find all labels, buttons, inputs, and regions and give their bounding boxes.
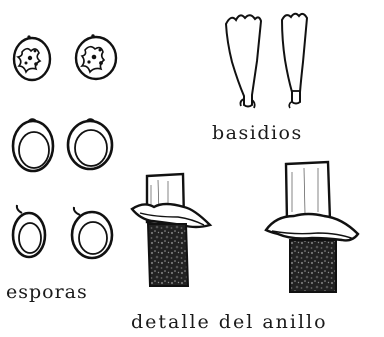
basidium bbox=[282, 14, 307, 108]
smooth-spore bbox=[72, 207, 112, 258]
basidium bbox=[226, 15, 261, 108]
label-ring-detail: detalle del anillo bbox=[131, 313, 328, 332]
stipe-with-ring bbox=[132, 174, 210, 286]
label-spores: esporas bbox=[6, 283, 88, 302]
label-basidia: basidios bbox=[212, 124, 303, 143]
spores-group bbox=[13, 34, 116, 258]
ring-detail-group bbox=[132, 162, 358, 292]
ornamented-spore bbox=[76, 34, 116, 79]
stipe-with-ring bbox=[266, 162, 358, 292]
smooth-spore bbox=[68, 119, 112, 169]
smooth-spore bbox=[13, 119, 53, 171]
basidia-group bbox=[226, 14, 307, 108]
smooth-spore bbox=[13, 205, 45, 257]
ornamented-spore bbox=[14, 35, 50, 80]
